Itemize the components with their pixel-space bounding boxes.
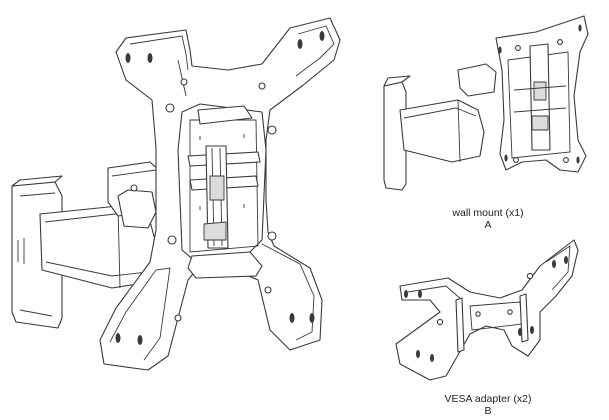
bolt-holes [165, 78, 277, 322]
swivel-arm [39, 161, 166, 289]
vesa-adapter-label: VESA adapter (x2) [444, 393, 532, 405]
vesa-adapter-caption: VESA adapter (x2) B [418, 393, 558, 417]
assembled-mount-illustration [11, 17, 341, 371]
wall-mount-caption: wall mount (x1) A [418, 207, 558, 231]
wall-mount-label: wall mount (x1) [452, 207, 524, 219]
vesa-adapter-letter: B [484, 405, 492, 417]
vesa-plate [99, 17, 341, 371]
wall-mount-illustration [383, 15, 589, 191]
wall-mount-letter: A [484, 219, 492, 231]
keyhole-slots [115, 31, 325, 345]
vesa-adapter-illustration [395, 239, 579, 381]
